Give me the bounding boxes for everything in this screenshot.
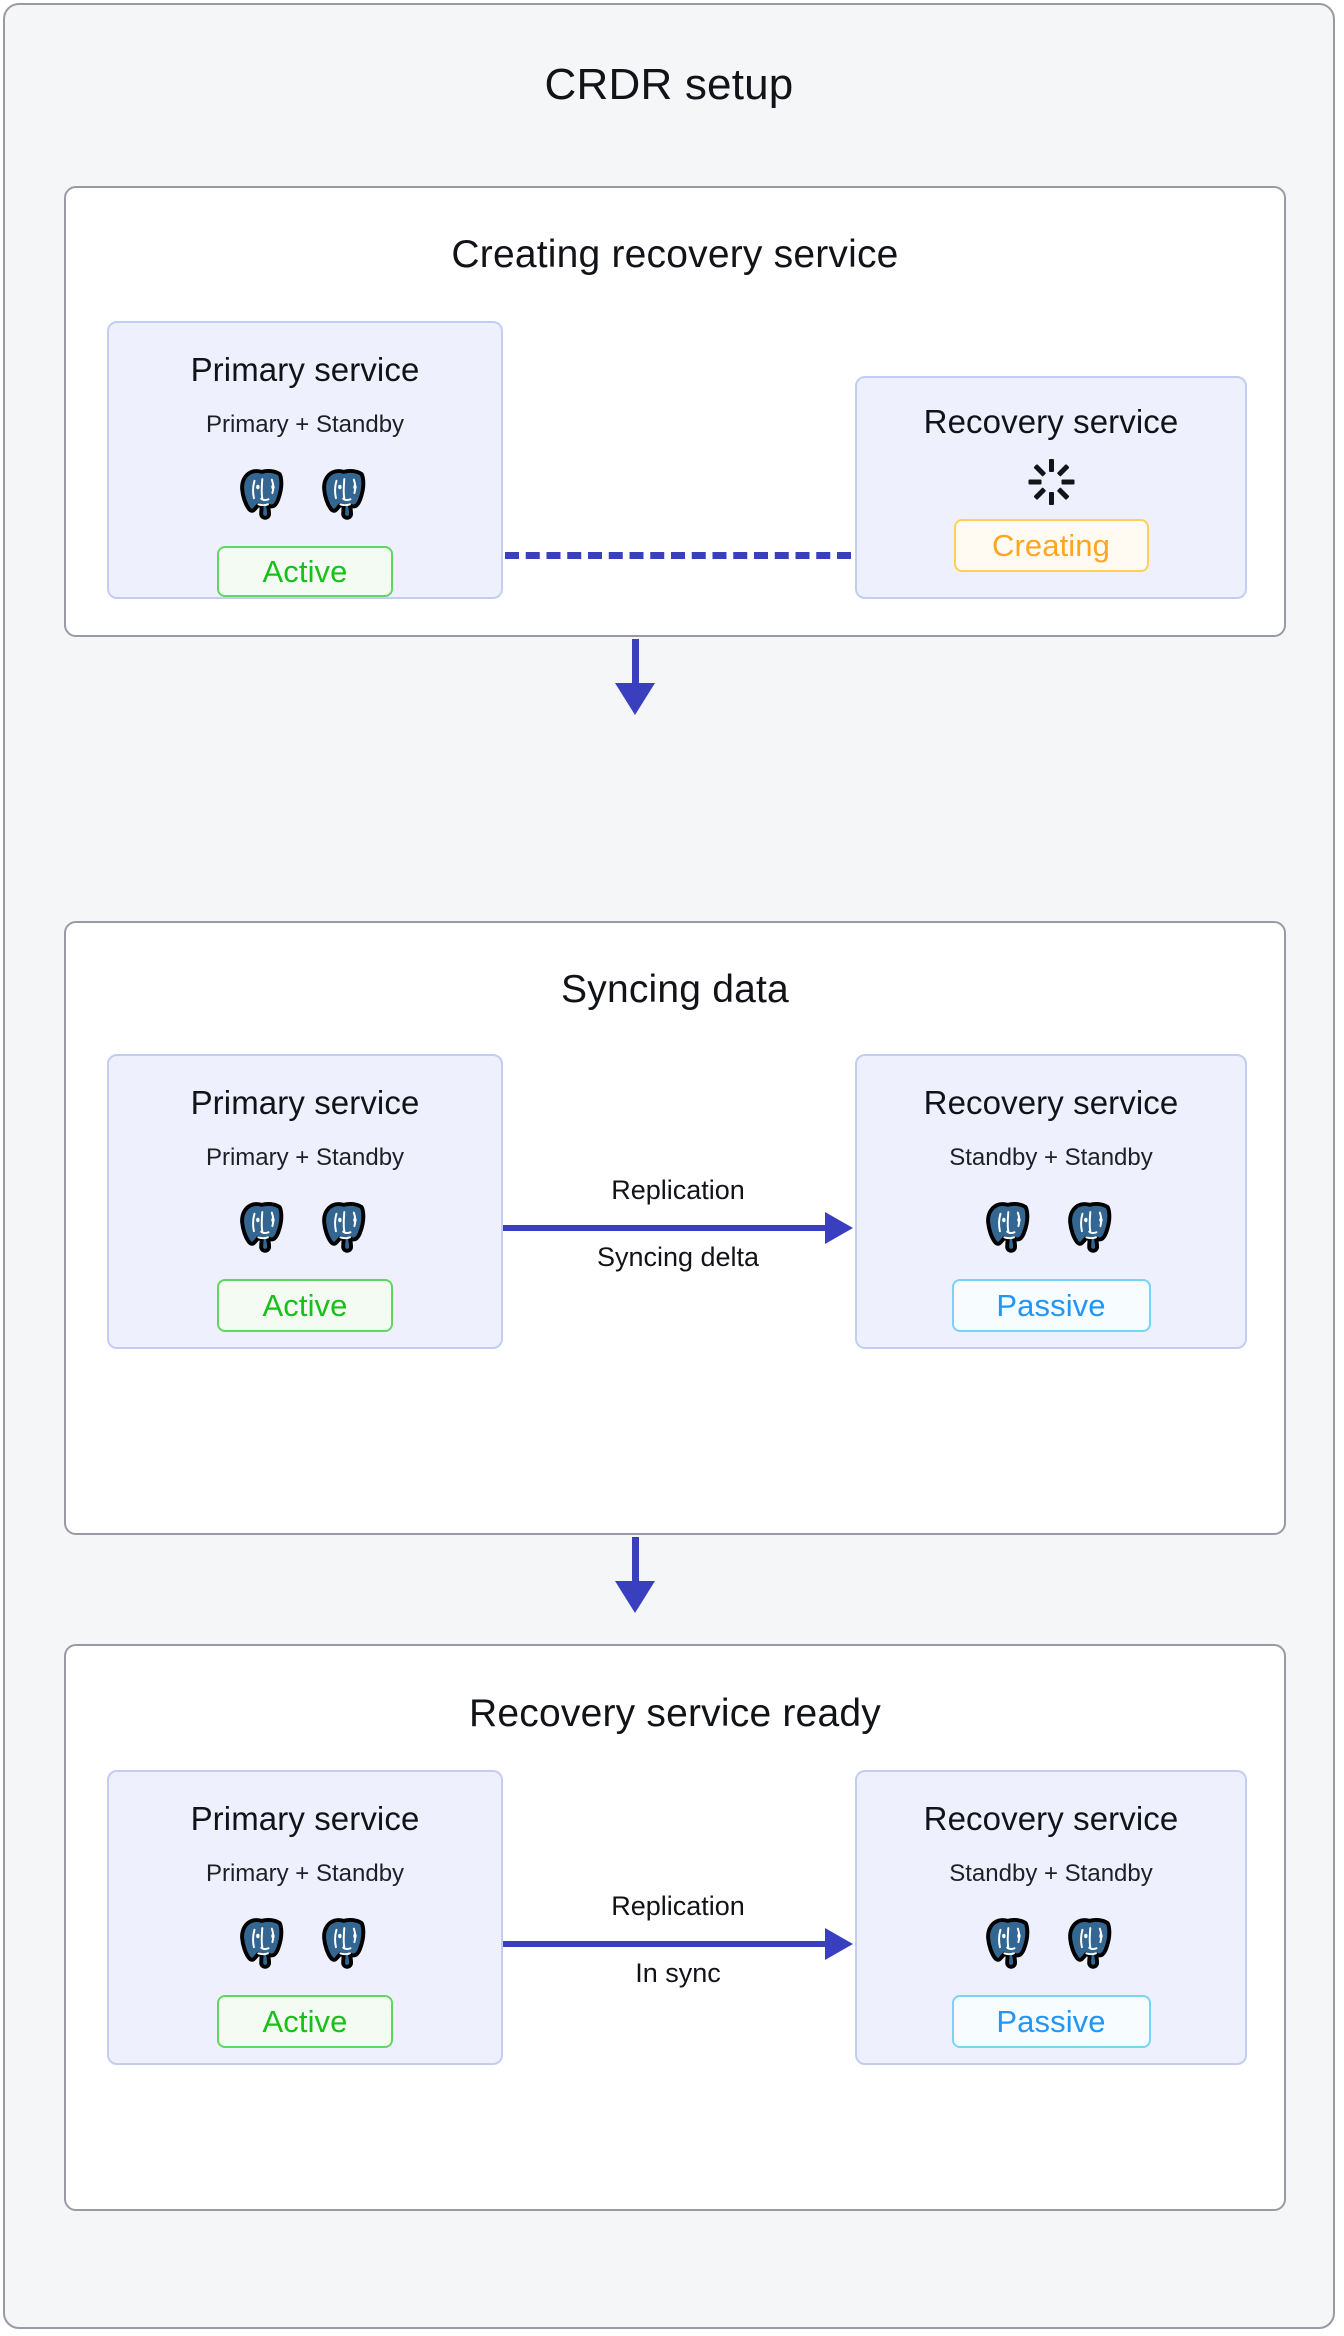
stage-panel-creating: Creating recovery service Primary servic… xyxy=(64,186,1286,637)
postgres-elephant-icon xyxy=(986,1917,1030,1969)
loading-spinner-icon xyxy=(1028,459,1074,505)
node-row xyxy=(982,1913,1120,1969)
node-row xyxy=(982,1197,1120,1253)
stage-title: Syncing data xyxy=(561,968,789,1011)
diagram-canvas: CRDR setup Creating recovery service Pri… xyxy=(3,3,1335,2329)
service-name: Primary service xyxy=(190,1084,420,1121)
stage-title: Recovery service ready xyxy=(469,1692,881,1735)
node-row xyxy=(236,1197,374,1253)
postgres-elephant-icon xyxy=(322,1917,366,1969)
service-subtitle: Primary + Standby xyxy=(205,1144,405,1171)
service-name: Recovery service xyxy=(923,403,1179,440)
status-badge-active[interactable]: Active xyxy=(217,1995,393,2048)
service-name: Recovery service xyxy=(923,1084,1179,1121)
service-subtitle: Standby + Standby xyxy=(949,1144,1153,1171)
node-row xyxy=(236,464,374,520)
replication-label-top: Replication xyxy=(611,1891,745,1921)
primary-service-card: Primary service Primary + Standby xyxy=(107,1054,503,1349)
replication-connector: Replication In sync xyxy=(503,1891,853,2021)
postgres-elephant-icon xyxy=(240,1917,284,1969)
primary-service-card: Primary service Primary + Standby xyxy=(107,321,503,599)
page-title: CRDR setup xyxy=(544,60,794,109)
service-subtitle: Primary + Standby xyxy=(205,1860,405,1887)
replication-connector: Replication Syncing delta xyxy=(503,1175,853,1305)
stage-title: Creating recovery service xyxy=(451,233,899,276)
primary-service-card: Primary service Primary + Standby xyxy=(107,1770,503,2065)
postgres-elephant-icon xyxy=(1068,1201,1112,1253)
postgres-elephant-icon xyxy=(322,1201,366,1253)
node-row xyxy=(236,1913,374,1969)
recovery-service-card: Recovery service Standby + Standby xyxy=(855,1770,1247,2065)
service-name: Primary service xyxy=(190,351,420,388)
status-badge-passive[interactable]: Passive xyxy=(951,1995,1151,2048)
postgres-elephant-icon xyxy=(240,1201,284,1253)
replication-label-bottom: In sync xyxy=(635,1958,721,1988)
service-subtitle: Primary + Standby xyxy=(205,411,405,438)
dashed-connector xyxy=(505,552,851,559)
postgres-elephant-icon xyxy=(1068,1917,1112,1969)
replication-label-bottom: Syncing delta xyxy=(596,1242,760,1272)
service-subtitle: Standby + Standby xyxy=(949,1860,1153,1887)
recovery-service-card: Recovery service Standby + Standby xyxy=(855,1054,1247,1349)
replication-label-top: Replication xyxy=(611,1175,745,1205)
status-badge-creating[interactable]: Creating xyxy=(953,519,1149,572)
postgres-elephant-icon xyxy=(322,468,366,520)
service-name: Recovery service xyxy=(923,1800,1179,1837)
status-badge-active[interactable]: Active xyxy=(217,1279,393,1332)
down-arrow-icon xyxy=(615,1537,655,1613)
postgres-elephant-icon xyxy=(240,468,284,520)
stage-panel-ready: Recovery service ready Primary service P… xyxy=(64,1644,1286,2211)
status-badge-passive[interactable]: Passive xyxy=(951,1279,1151,1332)
recovery-service-card: Recovery service Creating xyxy=(855,376,1247,599)
stage-panel-syncing: Syncing data Primary service Primary + S… xyxy=(64,921,1286,1535)
status-badge-active[interactable]: Active xyxy=(217,546,393,597)
service-name: Primary service xyxy=(190,1800,420,1837)
postgres-elephant-icon xyxy=(986,1201,1030,1253)
down-arrow-icon xyxy=(615,639,655,715)
